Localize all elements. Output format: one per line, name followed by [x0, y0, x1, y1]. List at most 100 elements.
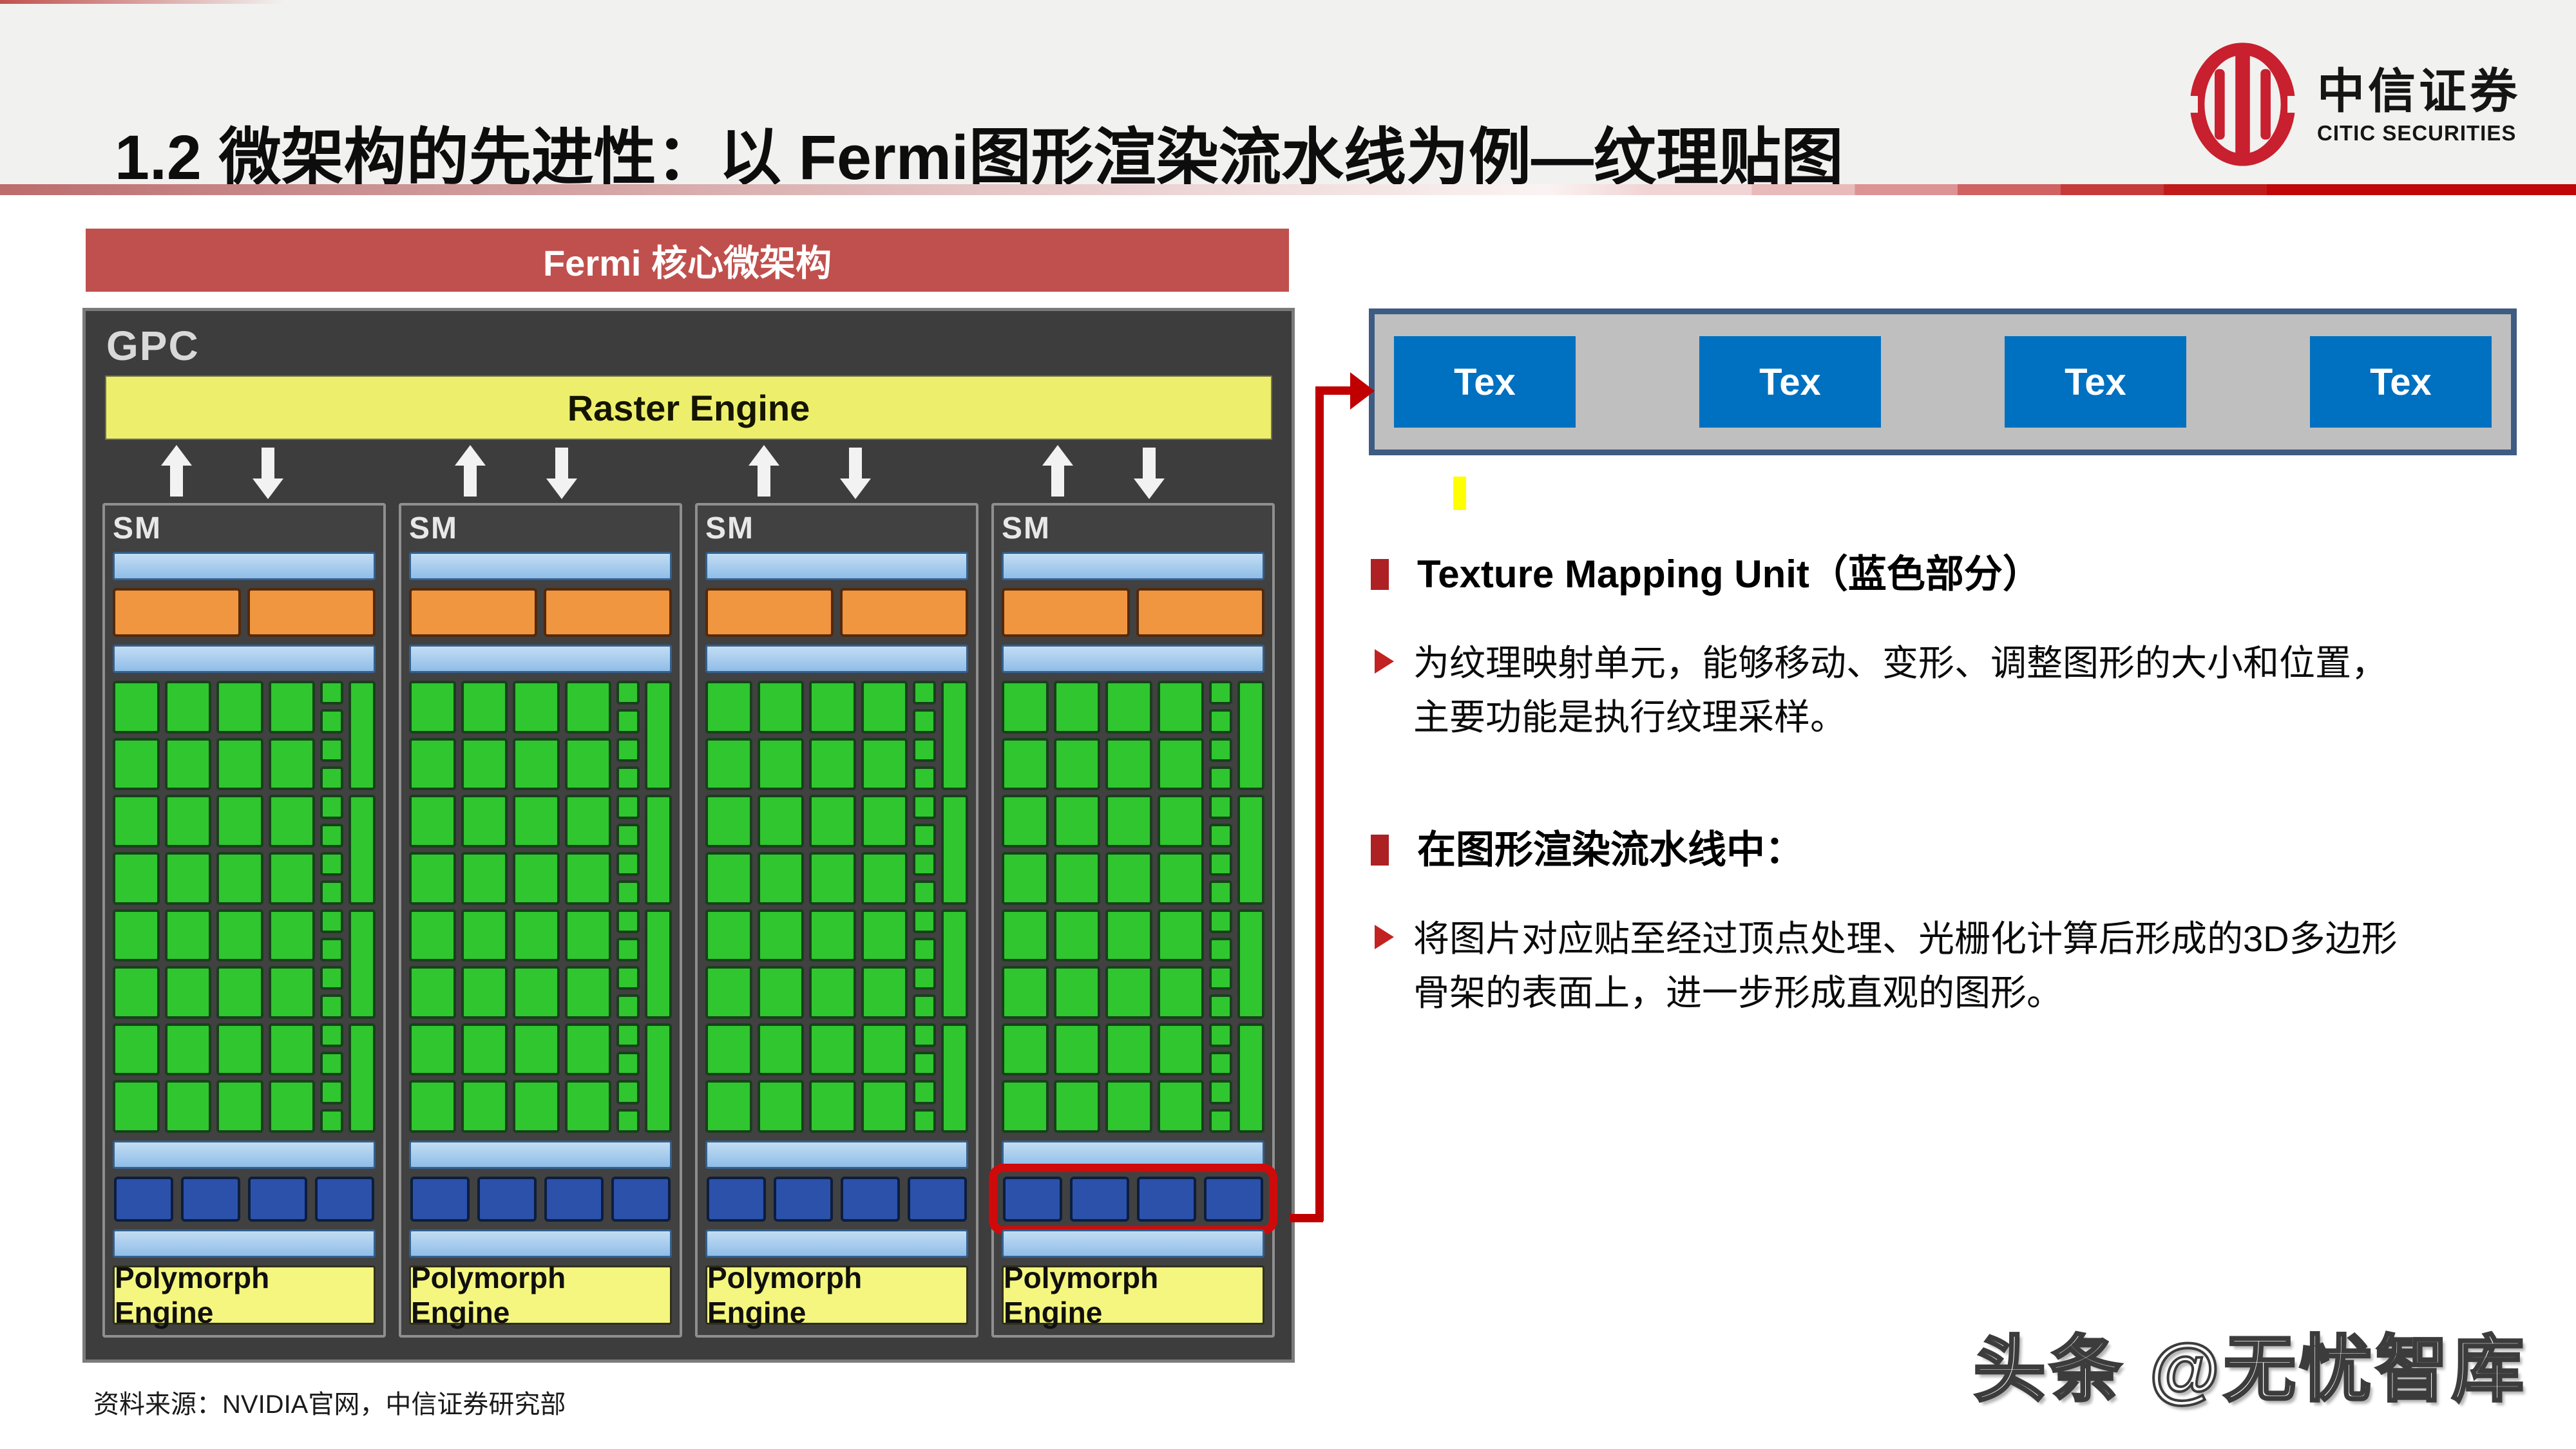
- core-column: [113, 681, 160, 1133]
- core-cell: [113, 1080, 160, 1133]
- up-arrow-icon: [454, 445, 486, 499]
- core-cell: [513, 966, 560, 1019]
- texture-unit-cell: [1070, 1177, 1129, 1222]
- down-arrow-icon: [546, 445, 578, 499]
- texture-unit-cell: [1003, 1177, 1062, 1222]
- core-cell: [757, 966, 804, 1019]
- core-cell: [564, 737, 611, 791]
- sfu-column: [348, 681, 376, 1133]
- ldst-column: [913, 681, 936, 1133]
- core-cell: [409, 795, 456, 848]
- ldst-cell: [616, 1052, 640, 1076]
- core-cell: [757, 909, 804, 962]
- core-cell: [1105, 1023, 1152, 1076]
- ldst-cell: [616, 994, 640, 1019]
- texture-unit-cell: [774, 1177, 833, 1222]
- core-cell: [513, 737, 560, 791]
- sfu-cell: [1237, 681, 1264, 791]
- core-column: [1105, 681, 1152, 1133]
- sfu-cell: [941, 909, 968, 1019]
- sm-label: SM: [1002, 511, 1051, 545]
- core-cell: [216, 851, 263, 905]
- ldst-cell: [913, 994, 936, 1019]
- core-cell: [1002, 737, 1049, 791]
- core-cell: [1157, 909, 1204, 962]
- tex-unit-box: Tex: [2005, 336, 2186, 428]
- texture-unit-cell: [410, 1177, 470, 1222]
- core-cell: [113, 966, 160, 1019]
- core-cell: [113, 795, 160, 848]
- core-cell: [564, 851, 611, 905]
- ldst-cell: [1209, 795, 1232, 819]
- cache-bar: [409, 552, 672, 580]
- source-note: 资料来源：NVIDIA官网，中信证券研究部: [93, 1390, 566, 1419]
- register-bar: [409, 645, 672, 673]
- sfu-cell: [645, 795, 672, 905]
- interconnect-bar: [1002, 1141, 1264, 1169]
- bullet-heading: Texture Mapping Unit（蓝色部分）: [1417, 553, 2041, 596]
- connector-arrowhead-icon: [1350, 372, 1375, 410]
- texture-unit-cell: [841, 1177, 900, 1222]
- sfu-column: [1237, 681, 1264, 1133]
- core-cell: [809, 795, 856, 848]
- core-cell: [513, 851, 560, 905]
- core-cell: [809, 1080, 856, 1133]
- connector-line: [1290, 1214, 1323, 1222]
- core-cell: [216, 1080, 263, 1133]
- down-arrow-icon: [1133, 445, 1165, 499]
- texture-unit-cell: [1137, 1177, 1196, 1222]
- ldst-cell: [320, 994, 343, 1019]
- core-cell: [164, 909, 211, 962]
- scheduler-row: [1002, 588, 1264, 637]
- core-cell: [705, 966, 752, 1019]
- scheduler-block: [113, 588, 241, 637]
- cache-bar: [705, 552, 968, 580]
- up-arrow-icon: [748, 445, 780, 499]
- core-cell: [705, 737, 752, 791]
- scheduler-block: [1136, 588, 1264, 637]
- core-cell: [809, 966, 856, 1019]
- core-cell: [861, 737, 908, 791]
- sfu-cell: [348, 1023, 376, 1133]
- bullet-subtext: 将图片对应贴至经过顶点处理、光栅化计算后形成的3D多边形骨架的表面上，进一步形成…: [1413, 918, 2398, 1013]
- core-cell: [809, 681, 856, 734]
- cache2-bar: [705, 1229, 968, 1258]
- core-cell: [216, 681, 263, 734]
- ldst-cell: [913, 1108, 936, 1133]
- core-cell: [1157, 851, 1204, 905]
- core-cell: [1105, 909, 1152, 962]
- core-column: [757, 681, 804, 1133]
- ldst-cell: [1209, 766, 1232, 791]
- ldst-cell: [320, 937, 343, 962]
- ldst-cell: [1209, 709, 1232, 734]
- ldst-cell: [1209, 823, 1232, 848]
- sfu-cell: [645, 681, 672, 791]
- core-column: [1053, 681, 1100, 1133]
- ldst-cell: [1209, 1108, 1232, 1133]
- core-grid: [705, 681, 968, 1133]
- core-cell: [809, 909, 856, 962]
- connector-line: [1315, 386, 1324, 1221]
- scheduler-block: [409, 588, 537, 637]
- ldst-cell: [913, 880, 936, 905]
- ldst-cell: [320, 709, 343, 734]
- bullet-list: Texture Mapping Unit（蓝色部分） 为纹理映射单元，能够移动、…: [1371, 551, 2530, 1020]
- core-cell: [268, 909, 315, 962]
- ldst-cell: [913, 795, 936, 819]
- ldst-cell: [1209, 909, 1232, 933]
- bullet-block: Texture Mapping Unit（蓝色部分） 为纹理映射单元，能够移动、…: [1371, 551, 2530, 744]
- core-cell: [409, 681, 456, 734]
- core-cell: [164, 681, 211, 734]
- core-cell: [409, 1080, 456, 1133]
- core-cell: [564, 1080, 611, 1133]
- core-cell: [1105, 795, 1152, 848]
- ldst-cell: [320, 766, 343, 791]
- sfu-cell: [941, 681, 968, 791]
- core-cell: [268, 1080, 315, 1133]
- sfu-cell: [1237, 795, 1264, 905]
- polymorph-engine: Polymorph Engine: [113, 1261, 376, 1329]
- core-cell: [164, 737, 211, 791]
- core-cell: [757, 795, 804, 848]
